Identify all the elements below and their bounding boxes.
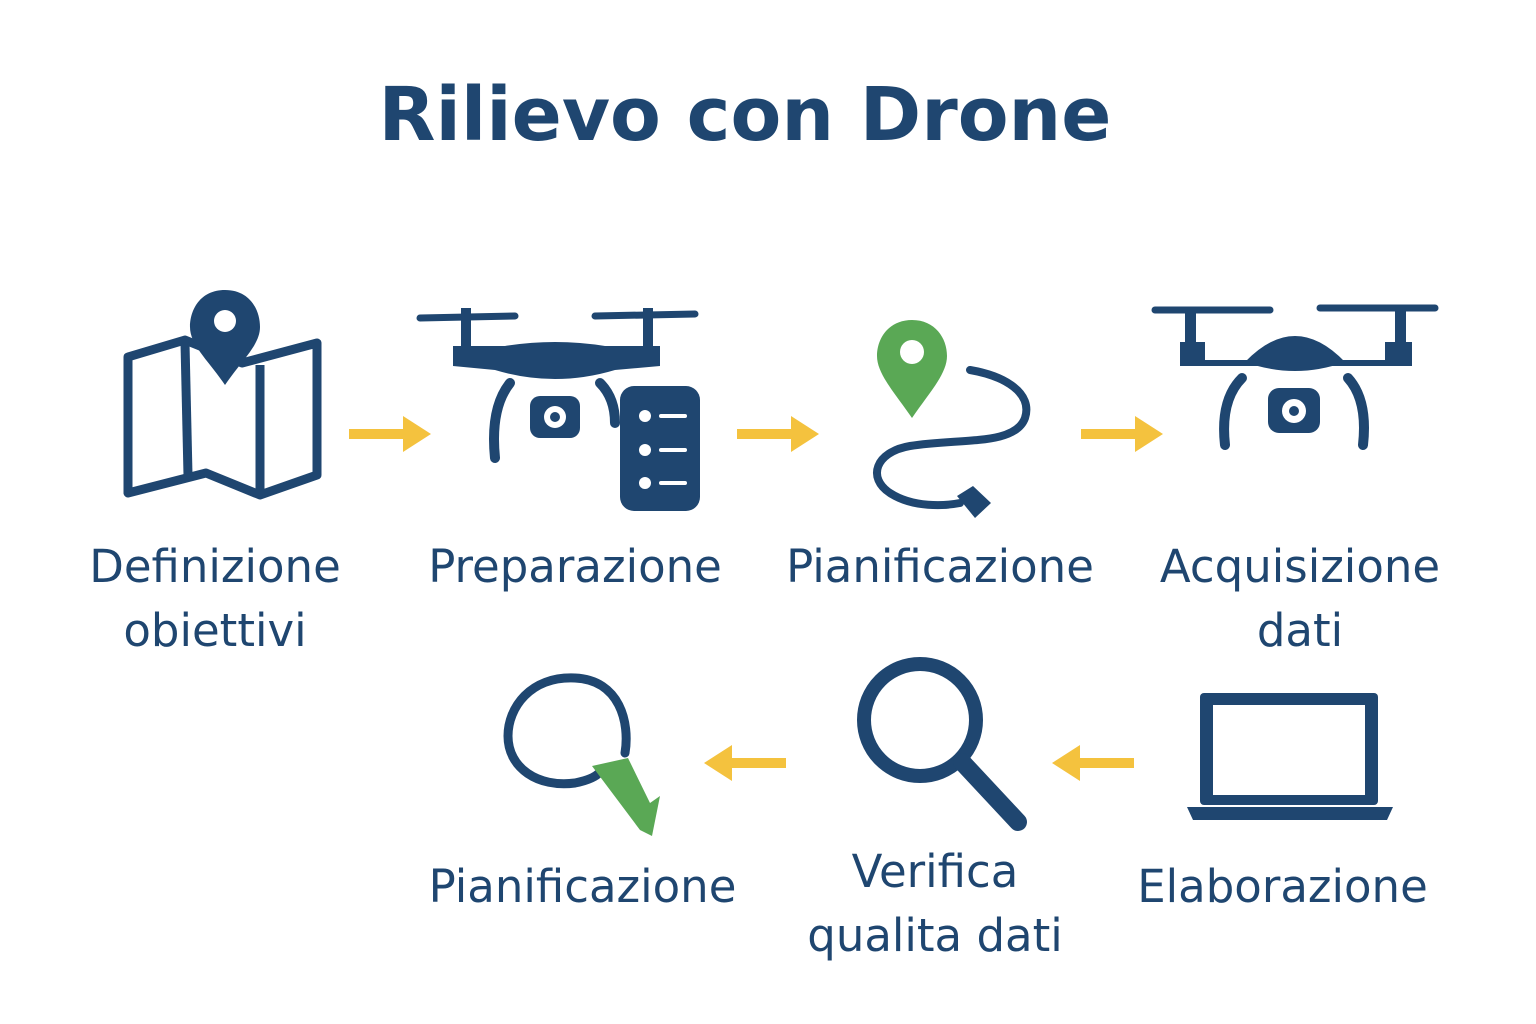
step-label-preparazione: Preparazione (400, 535, 750, 599)
step-label-pianificazione: Pianificazione (760, 535, 1120, 599)
step-label-verifica: Verifica qualita dati (785, 840, 1085, 968)
route-pin-icon (873, 320, 1031, 518)
arrow-left-icon (1052, 745, 1134, 781)
step-label-line: Pianificazione (428, 860, 737, 913)
step-label-acquisizione: Acquisizione dati (1135, 535, 1465, 663)
drone-controller-icon (416, 308, 700, 511)
arrow-right-icon (1081, 416, 1163, 452)
magnifier-icon (857, 657, 1027, 831)
step-label-line: Pianificazione (786, 540, 1094, 593)
ribbon-badge-icon (503, 673, 660, 836)
step-label-line: qualita dati (807, 909, 1063, 962)
step-label-definizione: Definizione obiettivi (60, 535, 370, 663)
step-label-elaborazione: Elaborazione (1110, 855, 1455, 919)
step-label-line: Preparazione (428, 540, 722, 593)
step-label-line: dati (1256, 604, 1344, 657)
step-label-line: obiettivi (123, 604, 307, 657)
diagram-title: Rilievo con Drone (378, 72, 1112, 158)
drone-icon (1151, 304, 1439, 450)
arrow-right-icon (349, 416, 431, 452)
step-label-line: Acquisizione (1159, 540, 1441, 593)
step-label-pianificazione-2: Pianificazione (400, 855, 765, 919)
laptop-icon (1187, 693, 1393, 820)
arrow-right-icon (737, 416, 819, 452)
arrow-left-icon (704, 745, 786, 781)
step-label-line: Definizione (89, 540, 341, 593)
step-label-line: Elaborazione (1137, 860, 1428, 913)
step-label-line: Verifica (851, 845, 1019, 898)
map-pin-icon (123, 290, 322, 500)
